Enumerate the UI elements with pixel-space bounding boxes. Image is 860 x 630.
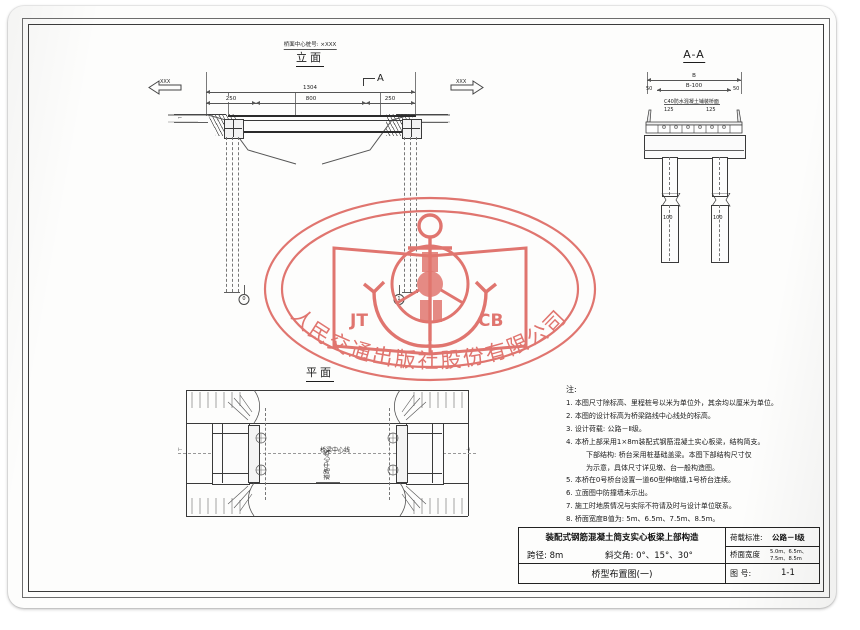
dim-span-label: 800 [303,96,319,102]
pile-right [711,205,729,263]
note-item: 4. 本桥上部采用1×8m装配式钢筋混凝土实心板梁，结构简支。 [566,437,765,446]
elevation-title: 立面 [296,49,324,67]
deck-note-label: C40防水混凝土铺装桥面 [664,99,719,105]
title-block-skew: 斜交角: 0°、15°、30° [605,550,693,561]
elevation-station-label: 桥面中心桩号: ×XXX [283,42,337,50]
axis-marker-1: 1 [393,294,405,305]
slab-dim-right-label: 125 [706,107,716,113]
title-block-drawing-no-value: 1-1 [781,568,795,578]
note-item: 6. 立面图中防撞墙未示出。 [566,489,652,498]
dim-edge-left-label: 50 [646,86,653,92]
title-block-sheet-title: 桥型布置图(一) [591,569,653,580]
dim-right-line [366,100,415,105]
column-left [662,157,678,197]
direction-right-label: XXX [456,79,467,85]
note-item: 7. 施工时地质情况与实际不符请及时与设计单位联系。 [566,502,736,511]
note-item: 下部结构: 桥台采用桩基础盖梁。本图下部结构尺寸仅 [586,450,752,459]
dim-edge-right-label: 50 [733,86,740,92]
dim-b-label: B [690,73,698,79]
direction-arrow-right [450,80,484,95]
title-block-load-standard-label: 荷载标准: [730,532,763,542]
section-marker-label: A [377,73,384,84]
pile-transition [661,193,731,207]
note-item: 8. 桥面宽度B值为: 5m、6.5m、7.5m、8.5m。 [566,515,720,524]
deck-cross-section [645,109,743,134]
notes-block: 注: 1. 本图尺寸除标高、里程桩号以米为单位外，其余均以厘米为单位。 2. 本… [566,384,818,527]
dim-b-line [647,77,741,82]
bridge-centerline-label: 桥梁中心线 [320,447,351,454]
title-block-span: 跨径: 8m [527,550,564,561]
cap-beam [644,135,746,159]
dim-span-line [256,100,366,105]
pile-right-label: 100 [713,215,723,221]
note-item: 1. 本图尺寸除标高、里程桩号以米为单位外，其余均以厘米为单位。 [566,399,778,407]
note-item: 为示意，具体尺寸详见墩、台一般构造图。 [586,463,719,472]
slab-dim-left-label: 125 [664,107,674,113]
plan-title: 平面 [306,364,334,382]
dim-b-minus-line [657,87,731,92]
direction-arrow-left [148,80,182,95]
notes-title: 注: [566,385,577,394]
title-block-deck-width-label: 桥面宽度 [730,550,760,559]
note-item: 2. 本图的设计标高为桥梁路线中心线处的标高。 [566,411,715,420]
drawing-frame-inner [28,24,824,592]
road-centerline-label: 道路中心线 [324,449,331,480]
dim-total-label: 1304 [301,85,319,91]
note-item: 5. 本桥在0号桥台设置一道60型伸缩缝,1号桥台连续。 [566,476,735,485]
title-block-load-standard-value: 公路－Ⅰ级 [772,532,805,542]
title-block-drawing-no-label: 图 号: [730,568,752,578]
direction-left-label: XXX [160,79,171,85]
drawing-frame-outer [22,18,830,598]
note-item: 3. 设计荷载: 公路－Ⅱ级。 [566,424,646,433]
dim-left-line [206,100,256,105]
axis-marker-0: 0 [238,294,250,305]
dim-b-minus-label: B-100 [683,83,705,89]
pile-left-label: 100 [663,215,673,221]
column-right [712,157,728,197]
title-block-main-title: 装配式钢筋混凝土简支实心板梁上部构造 [545,533,699,543]
dim-right-label: 250 [382,96,398,102]
dim-total-line [206,89,415,94]
title-block-deck-width-value: 5.0m、6.5m、7.5m、8.5m [770,548,807,562]
section-aa-title: A-A [683,48,705,63]
title-block: 装配式钢筋混凝土简支实心板梁上部构造 跨径: 8m 斜交角: 0°、15°、30… [518,527,820,584]
pile-left [661,205,679,263]
dim-left-label: 250 [223,96,239,102]
